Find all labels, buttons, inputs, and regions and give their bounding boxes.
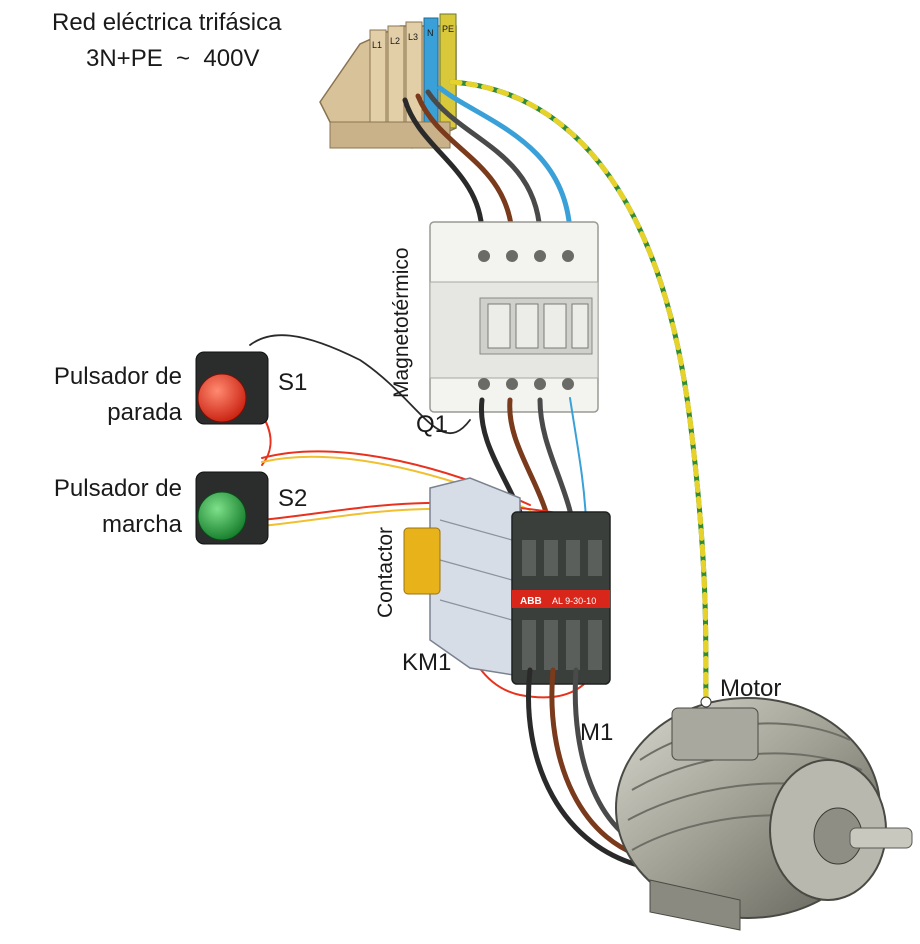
terminal-marks: L1 L2 L3 N PE xyxy=(372,24,454,50)
wire-n-lower xyxy=(569,397,587,521)
contactor-top-terminals xyxy=(522,540,602,576)
control-wire-s1-q1 xyxy=(249,334,471,435)
breaker-top-screws xyxy=(478,250,574,262)
terminal-mark-l1: L1 xyxy=(372,40,382,50)
contactor-body: ABB AL 9-30-10 xyxy=(403,477,611,685)
breaker-bottom-screws xyxy=(478,378,574,390)
contactor-brand: ABB xyxy=(520,596,542,607)
breaker-name: Magnetotérmico xyxy=(390,247,413,398)
supply-spec: 3N+PE ~ 400V xyxy=(86,45,259,72)
stop-button-label-2: parada xyxy=(107,399,182,426)
wire-m1-l1 xyxy=(526,667,653,871)
contactor-model: AL 9-30-10 xyxy=(552,596,596,606)
breaker-levers xyxy=(487,303,589,349)
wire-n xyxy=(437,85,573,235)
contactor-name: Contactor xyxy=(374,527,397,618)
supply-wires xyxy=(402,85,573,235)
contactor-id: KM1 xyxy=(402,649,451,676)
circuit-breaker xyxy=(429,221,599,413)
terminal-block xyxy=(319,13,457,149)
motor-shaft xyxy=(849,827,913,849)
contactor-side-clip xyxy=(403,527,441,595)
start-button-label-2: marcha xyxy=(102,511,183,538)
motor-name: Motor xyxy=(720,675,781,702)
stop-button xyxy=(195,351,269,425)
motor-terminal-box xyxy=(671,707,759,761)
wire-l1 xyxy=(402,97,485,235)
supply-title: Red eléctrica trifásica xyxy=(52,9,282,36)
motor-body xyxy=(615,696,913,931)
earth-wire xyxy=(449,79,709,703)
contactor-bottom-terminals xyxy=(522,620,602,670)
terminal-mark-n: N xyxy=(427,28,434,38)
terminal-mark-l3: L3 xyxy=(408,32,418,42)
terminal-mark-l2: L2 xyxy=(390,36,400,46)
breaker-id: Q1 xyxy=(416,411,448,438)
stop-button-id: S1 xyxy=(278,369,307,396)
terminal-mark-pe: PE xyxy=(442,24,454,34)
wire-l2 xyxy=(415,93,515,235)
motor-id: M1 xyxy=(580,719,613,746)
start-button-id: S2 xyxy=(278,485,307,512)
start-button-label-1: Pulsador de xyxy=(54,475,182,502)
wire-l3 xyxy=(425,89,543,235)
start-button xyxy=(195,471,269,545)
stop-button-label-1: Pulsador de xyxy=(54,363,182,390)
